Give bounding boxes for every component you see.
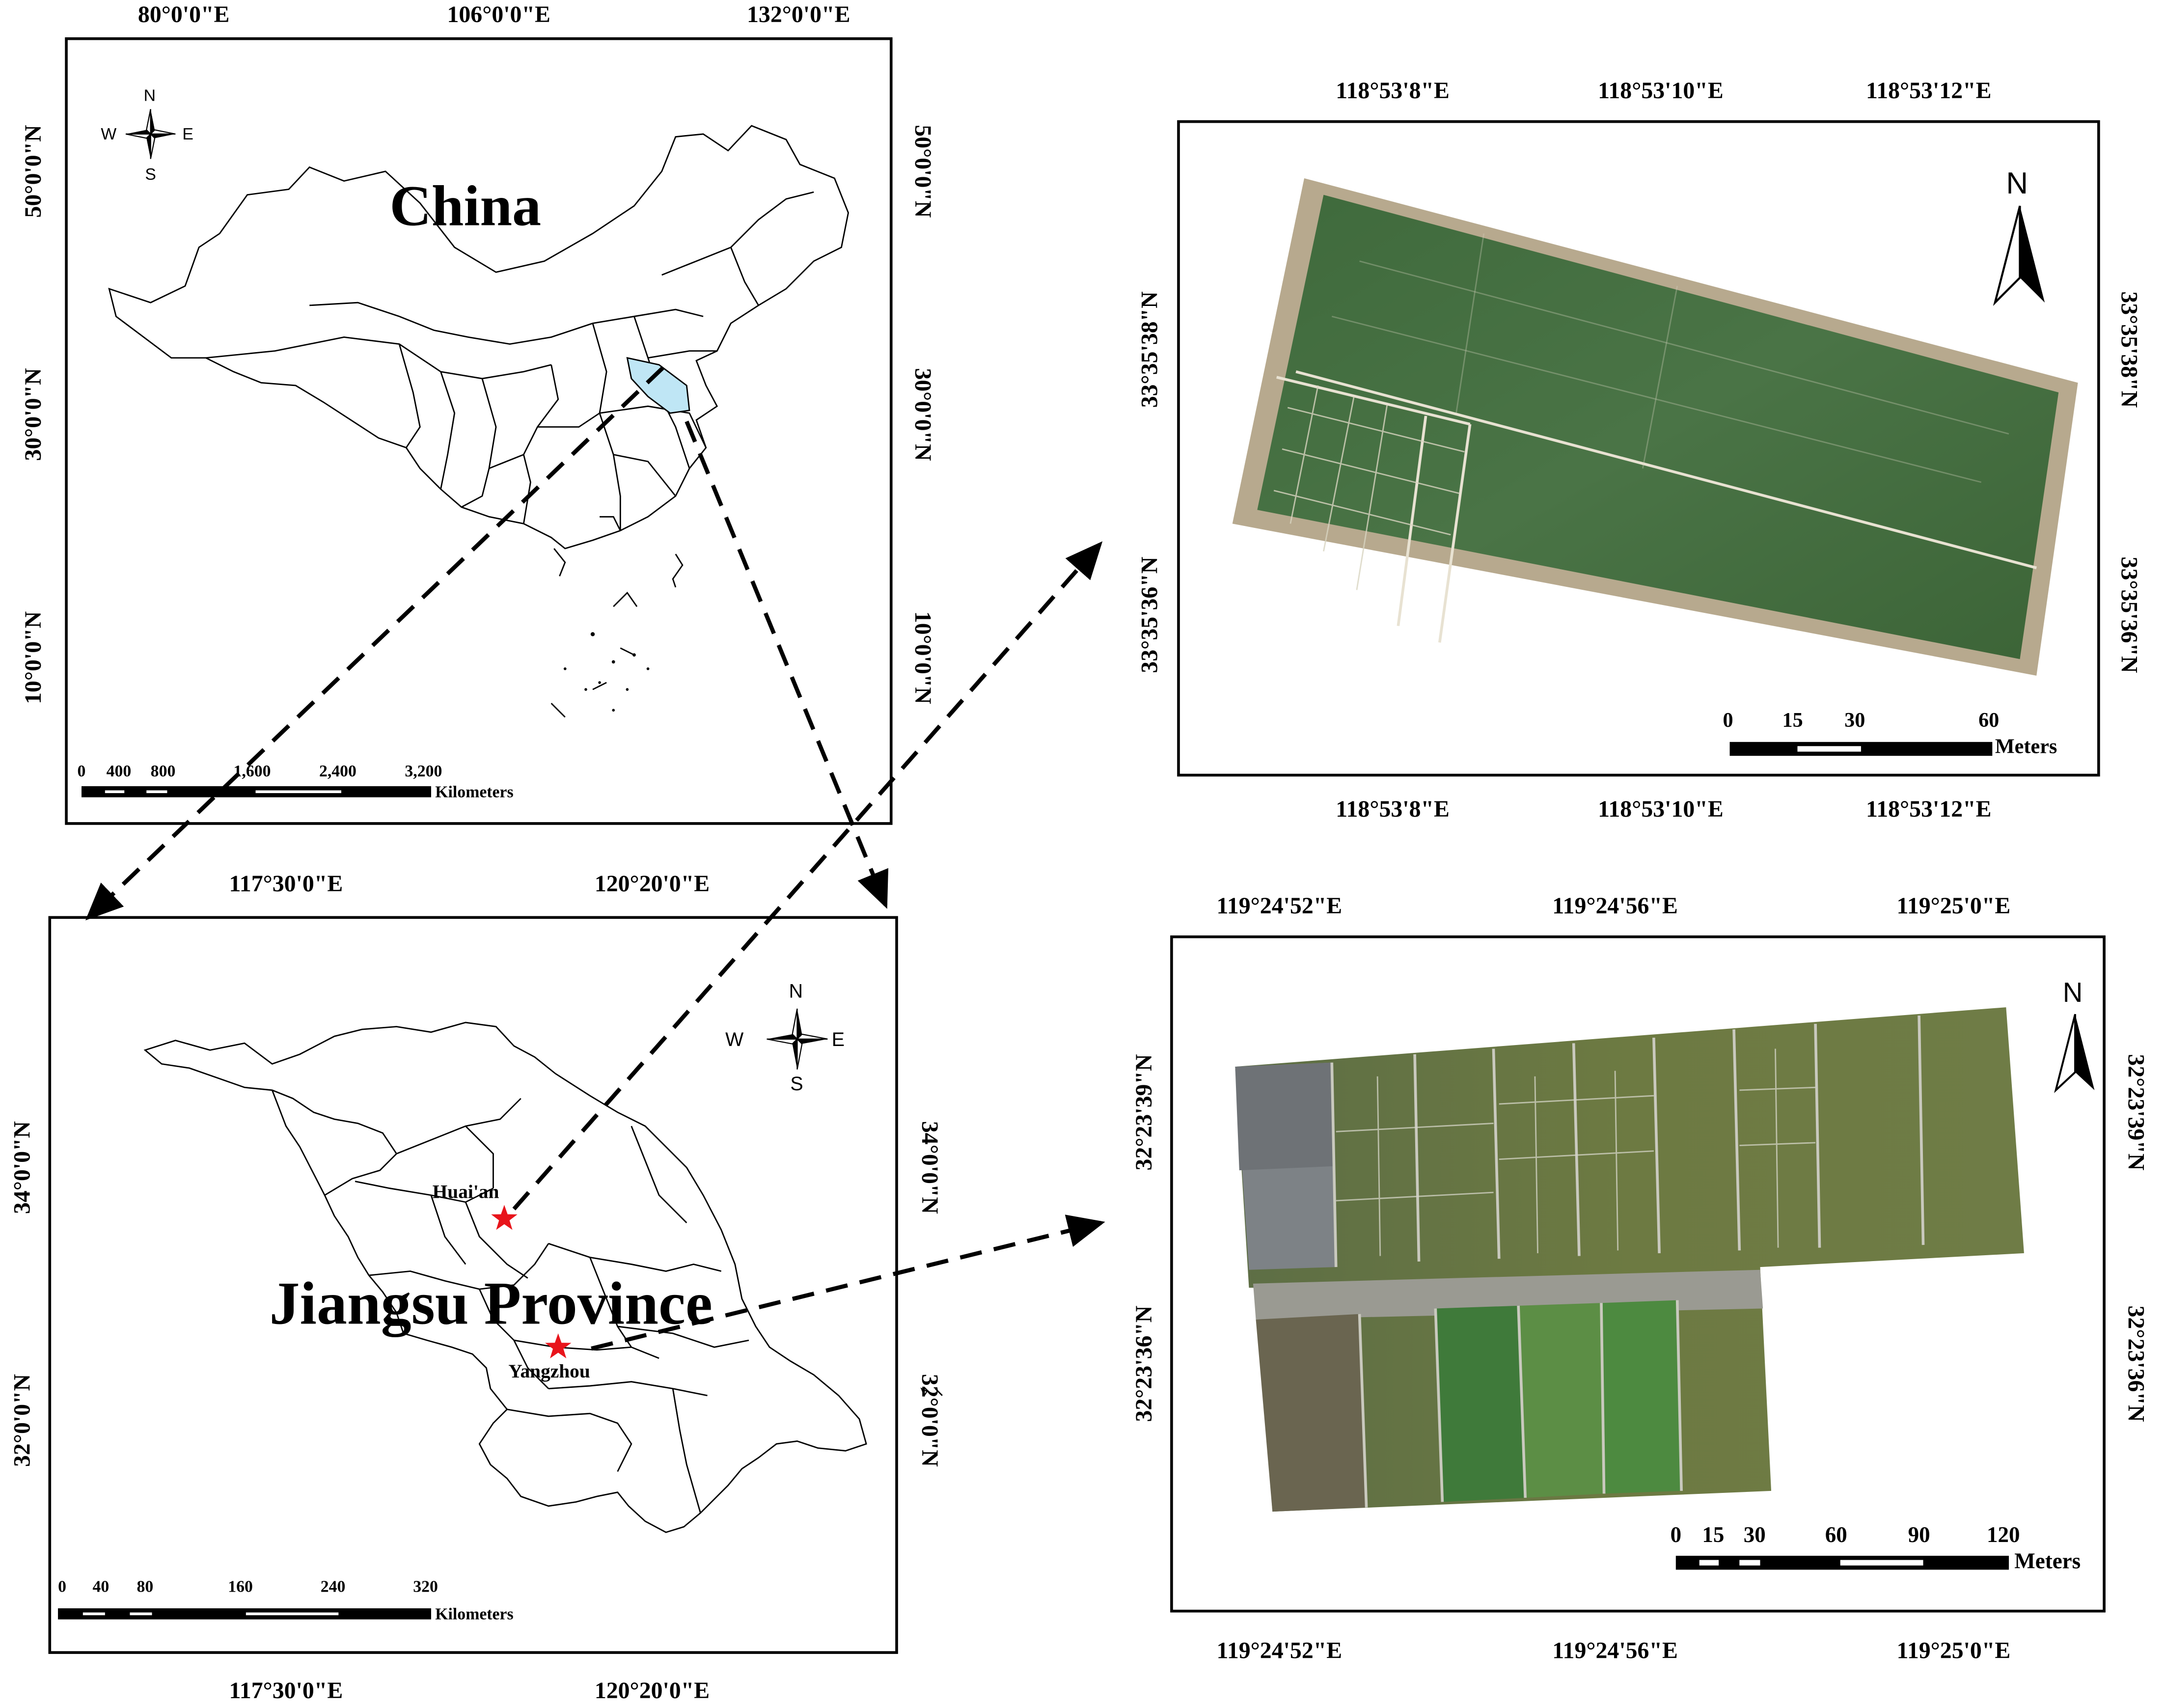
lon-label: 118°53'8"E [1336,77,1450,104]
lon-label: 106°0'0"E [447,1,550,28]
scale-unit: Kilometers [435,1604,514,1624]
scale-tick: 3,200 [405,761,442,781]
scale-tick: 40 [92,1576,110,1596]
lon-label: 119°24'52"E [1216,892,1343,919]
compass-rose-icon [125,109,176,159]
scale-tick: 120 [1986,1524,2020,1548]
scale-tick: 90 [1908,1524,1930,1548]
scale-tick: 15 [1782,710,1803,733]
compass-e: E [182,124,193,144]
lon-label: 118°53'8"E [1336,796,1450,823]
north-arrow-icon [1993,205,2045,306]
city-label-huaian: Huai'an [432,1183,499,1204]
jiangsu-outline [143,1021,943,1533]
compass-n: N [789,979,803,1002]
lon-label: 119°25'0"E [1896,1637,2011,1664]
scale-tick: 0 [77,761,86,781]
huaian-field-image [1232,178,2078,676]
arrow-china-to-jiangsu-right [685,420,889,909]
arrow-huaian-to-site [512,541,1103,1211]
north-arrow-icon [2054,1014,2095,1093]
lon-label: 118°53'12"E [1865,77,1992,104]
lon-label: 118°53'12"E [1865,796,1992,823]
lon-label: 117°30'0"E [229,870,343,897]
north-label: N [2062,978,2083,1009]
huaian-site-frame: N 0 15 30 60 Meters [1177,120,2100,777]
scale-tick: 2,400 [319,761,356,781]
lon-label: 118°53'10"E [1598,796,1724,823]
lon-label: 119°24'56"E [1552,1637,1678,1664]
yangzhou-field-image [1235,1007,2024,1512]
compass-s: S [145,164,156,184]
lon-label: 132°0'0"E [747,1,850,28]
scale-bar [82,786,431,798]
lon-label: 80°0'0"E [137,1,230,28]
yangzhou-site-frame: N 0 15 30 60 90 120 Meters [1170,935,2106,1613]
jiangsu-map-frame: Jiangsu Province Huai'an Yangzhou N S W … [48,916,943,1654]
compass-w: W [725,1028,744,1050]
lon-label: 119°25'0"E [1896,892,2011,919]
jiangsu-map-title: Jiangsu Province [269,1269,713,1338]
compass-e: E [831,1028,845,1050]
compass-rose-icon [767,1008,828,1070]
scale-tick: 240 [320,1576,346,1596]
scale-tick: 60 [1978,710,2000,733]
compass-w: W [101,124,117,144]
china-map-frame: China N S W E 0 400 800 1,600 2,400 3,20… [65,37,893,825]
scale-bar [1675,1556,2009,1570]
scale-tick: 1,600 [233,761,271,781]
scale-tick: 80 [137,1576,154,1596]
scale-tick: 160 [228,1576,253,1596]
arrow-yangzhou-to-site [591,1214,1105,1351]
scale-tick: 400 [106,761,132,781]
scale-tick: 30 [1743,1524,1766,1548]
scale-tick: 320 [413,1576,438,1596]
scale-tick: 0 [1670,1524,1682,1548]
compass-n: N [143,85,156,105]
lon-label: 119°24'56"E [1552,892,1678,919]
city-label-yangzhou: Yangzhou [508,1362,590,1383]
lon-label: 120°20'0"E [594,1677,710,1704]
arrow-china-to-jiangsu-left [85,366,665,921]
lon-label: 119°24'52"E [1216,1637,1343,1664]
scale-tick: 0 [58,1576,67,1596]
china-outline [108,125,850,718]
yangzhou-star-icon [545,1333,572,1359]
scale-bar [1729,742,1993,756]
scale-tick: 800 [150,761,176,781]
scale-unit: Meters [2014,1550,2081,1574]
scale-unit: Meters [1995,736,2057,759]
huaian-star-icon [491,1205,518,1230]
lon-label: 117°30'0"E [229,1677,343,1704]
lon-label: 120°20'0"E [594,870,710,897]
scale-tick: 60 [1825,1524,1847,1548]
scale-tick: 15 [1702,1524,1725,1548]
scale-unit: Kilometers [435,782,514,801]
china-map-title: China [389,175,542,239]
lon-label: 118°53'10"E [1598,77,1724,104]
scale-bar [58,1608,431,1620]
scale-tick: 30 [1844,710,1865,733]
north-label: N [2006,165,2028,200]
compass-s: S [790,1072,803,1095]
scale-tick: 0 [1723,710,1733,733]
